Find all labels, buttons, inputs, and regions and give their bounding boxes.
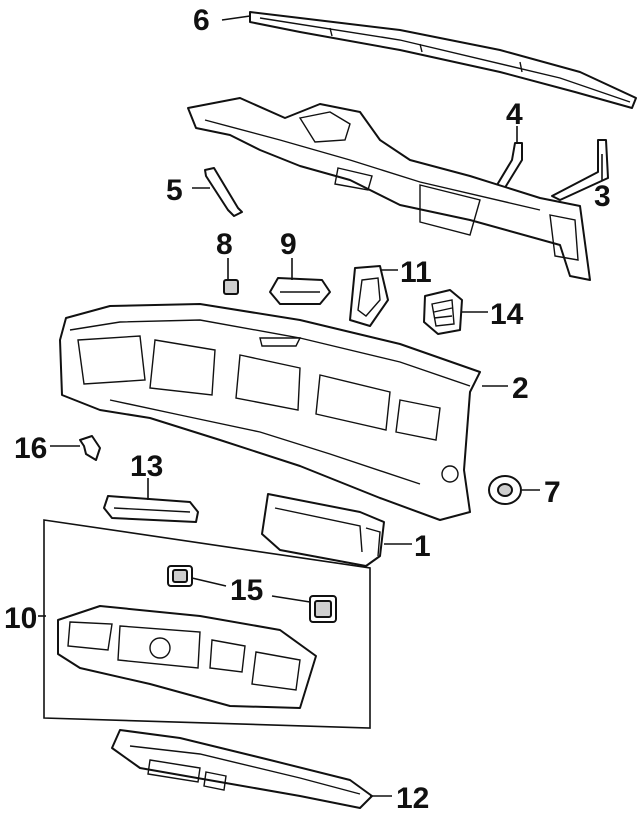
callout-10: 10 <box>4 602 37 635</box>
group-frame-10 <box>43 519 371 729</box>
part-5-rod <box>204 167 243 217</box>
part-14-vent <box>423 289 463 335</box>
leader-15b <box>271 595 311 603</box>
part-2-instrument-panel <box>59 303 481 521</box>
part-12-lower-trim <box>111 729 373 809</box>
leader-lines <box>38 15 603 797</box>
callout-13: 13 <box>130 450 163 483</box>
part-1-glove-box <box>261 493 385 567</box>
callout-11: 11 <box>400 256 432 289</box>
callout-15: 15 <box>230 574 263 607</box>
callout-12: 12 <box>396 782 429 815</box>
callout-9: 9 <box>280 228 297 261</box>
callout-8: 8 <box>216 228 233 261</box>
part-7-knob <box>488 475 522 505</box>
support-frame <box>187 97 591 281</box>
part-8-clip <box>223 279 239 295</box>
part-13-trim <box>103 495 199 523</box>
part-10-cluster-bezel <box>57 605 317 709</box>
part-11-vent <box>349 265 389 327</box>
part-15-switch-a <box>167 565 193 587</box>
leader-6 <box>221 15 251 21</box>
callout-5: 5 <box>166 174 183 207</box>
callout-2: 2 <box>512 372 529 405</box>
callout-7: 7 <box>544 476 561 509</box>
callout-1: 1 <box>414 530 431 563</box>
callout-14: 14 <box>490 298 524 331</box>
part-16-clip <box>79 435 101 461</box>
callout-4: 4 <box>506 98 523 131</box>
part-3-bracket <box>551 139 609 201</box>
callout-16: 16 <box>14 432 47 465</box>
callout-6: 6 <box>193 4 210 37</box>
part-6-defroster-trim <box>249 11 637 109</box>
part-15-switch-b <box>309 595 337 623</box>
leader-15a <box>191 577 227 587</box>
callout-labels: 6 4 3 5 8 9 11 14 2 16 13 7 1 15 10 12 <box>4 4 611 815</box>
callout-3: 3 <box>594 180 611 213</box>
part-9-panel <box>269 277 331 305</box>
